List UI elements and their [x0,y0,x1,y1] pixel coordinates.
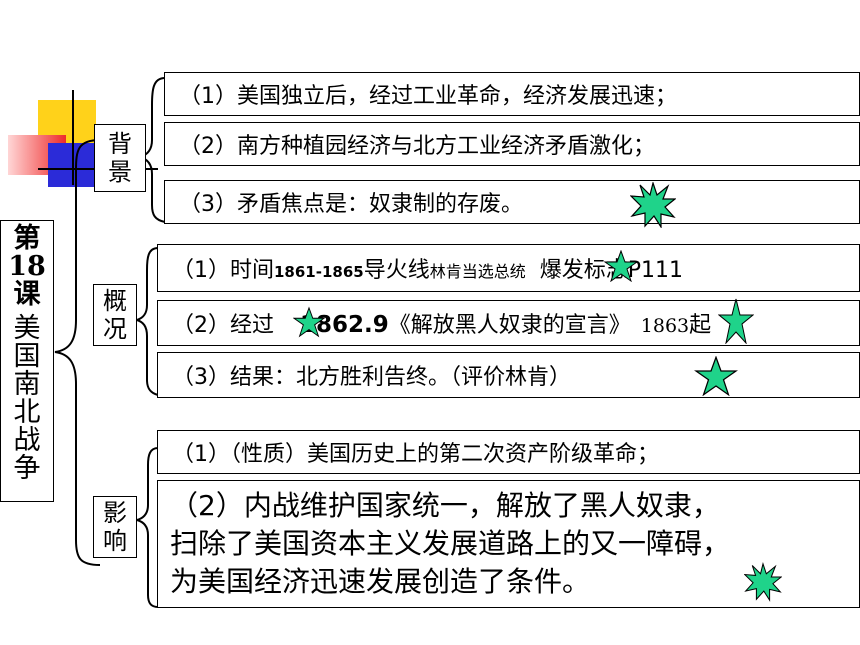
text-part: 《解放黑人奴隶的宣言》 [388,313,631,338]
burst-icon [744,562,782,602]
overview-item-3: （3）结果：北方胜利告终。（评价林肯） [157,352,860,398]
text-line: （2）内战维护国家统一，解放了黑人奴隶， [170,489,720,522]
deco-vertical-line [72,90,74,185]
label-char: 响 [103,527,127,555]
star-icon [694,356,738,396]
text-line: 扫除了美国资本主义发展道路上的又一障碍， [170,527,731,560]
impact-item-2: （2）内战维护国家统一，解放了黑人奴隶， 扫除了美国资本主义发展道路上的又一障碍… [157,480,860,608]
text-part: 1863 [640,315,690,337]
background-item-3: （3）矛盾焦点是：奴隶制的存废。 [164,180,860,224]
star-icon [718,298,754,344]
title-char: 课 [13,279,41,310]
title-char: 第 [13,223,41,254]
deco-blue-square [48,143,94,187]
star-icon [293,306,325,338]
label-char: 背 [108,130,132,158]
background-item-1: （1）美国独立后，经过工业革命，经济发展迅速； [164,72,860,116]
label-char: 概 [103,287,127,315]
impact-item-2-text: （2）内战维护国家统一，解放了黑人奴隶， 扫除了美国资本主义发展道路上的又一障碍… [170,487,730,601]
label-overview: 概 况 [93,284,137,346]
impact-item-1: （1）（性质）美国历史上的第二次资产阶级革命； [157,430,860,474]
text-part: 导火线 [363,258,430,283]
text-part: （1）时间 [172,258,274,283]
label-background: 背 景 [94,124,146,192]
star-icon [604,250,638,282]
item-text: （3）矛盾焦点是：奴隶制的存废。 [179,192,523,217]
text-part: 1861-1865 [274,263,364,281]
title-char: 战 [13,425,41,456]
item-text: （2）南方种植园经济与北方工业经济矛盾激化； [179,134,655,159]
burst-icon [630,182,676,228]
label-char: 影 [103,499,127,527]
item-text: （1）美国独立后，经过工业革命，经济发展迅速； [179,84,677,109]
label-impact: 影 响 [93,496,137,558]
text-part: （2）经过 [172,313,274,338]
text-line: 为美国经济迅速发展创造了条件。 [170,565,591,598]
title-char: 18 [8,251,46,282]
item-text: （3）结果：北方胜利告终。（评价林肯） [172,365,571,390]
background-item-2: （2）南方种植园经济与北方工业经济矛盾激化； [164,122,860,166]
lesson-title: 第 18 课 美 国 南 北 战 争 [0,220,54,502]
title-char: 美 [13,313,41,344]
overview-item-1: （1）时间1861-1865导火线林肯当选总统爆发标志P111 [157,244,860,292]
label-char: 景 [108,158,132,186]
title-char: 国 [13,341,41,372]
title-char: 争 [13,453,41,484]
item-text: （1）（性质）美国历史上的第二次资产阶级革命； [172,442,659,467]
label-char: 况 [103,315,127,343]
text-part: 起 [689,313,712,338]
title-char: 南 [13,369,41,400]
title-char: 北 [13,397,41,428]
item-text: （1）时间1861-1865导火线林肯当选总统爆发标志P111 [172,252,683,284]
text-part: 林肯当选总统 [429,262,526,281]
